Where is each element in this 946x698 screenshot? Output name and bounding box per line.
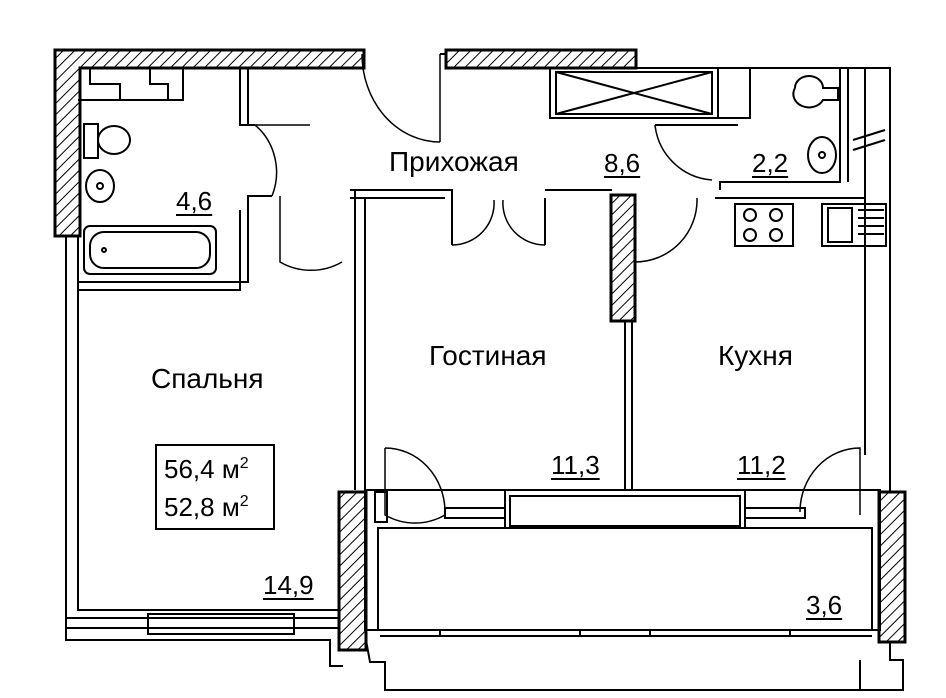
area-totals-box: 56,4 м2 52,8 м2 bbox=[155, 444, 275, 530]
living-area-unit-power: 2 bbox=[239, 493, 249, 510]
bathroom-area: 4,6 bbox=[176, 186, 213, 216]
living-name: Гостиная bbox=[429, 340, 547, 371]
balcony-area: 3,6 bbox=[806, 590, 843, 620]
total-area: 56,4 м2 bbox=[164, 454, 249, 484]
total-area-value: 56,4 м bbox=[164, 454, 240, 484]
living-area-value: 52,8 м bbox=[164, 492, 240, 522]
doors bbox=[254, 53, 861, 524]
hallway-area: 8,6 bbox=[604, 148, 641, 178]
living-area-total: 52,8 м2 bbox=[164, 492, 249, 522]
hallway-name: Прихожая bbox=[389, 146, 519, 177]
kitchen-name: Кухня bbox=[718, 340, 793, 371]
bedroom-area: 14,9 bbox=[263, 570, 314, 600]
kitchen-area: 11,2 bbox=[737, 450, 786, 480]
living-area: 11,3 bbox=[551, 450, 600, 480]
wc-area: 2,2 bbox=[752, 148, 789, 178]
interior-partitions bbox=[78, 67, 887, 637]
total-area-unit-power: 2 bbox=[239, 455, 249, 472]
load-bearing-walls bbox=[53, 48, 907, 652]
bedroom-name: Спальня bbox=[151, 363, 264, 394]
